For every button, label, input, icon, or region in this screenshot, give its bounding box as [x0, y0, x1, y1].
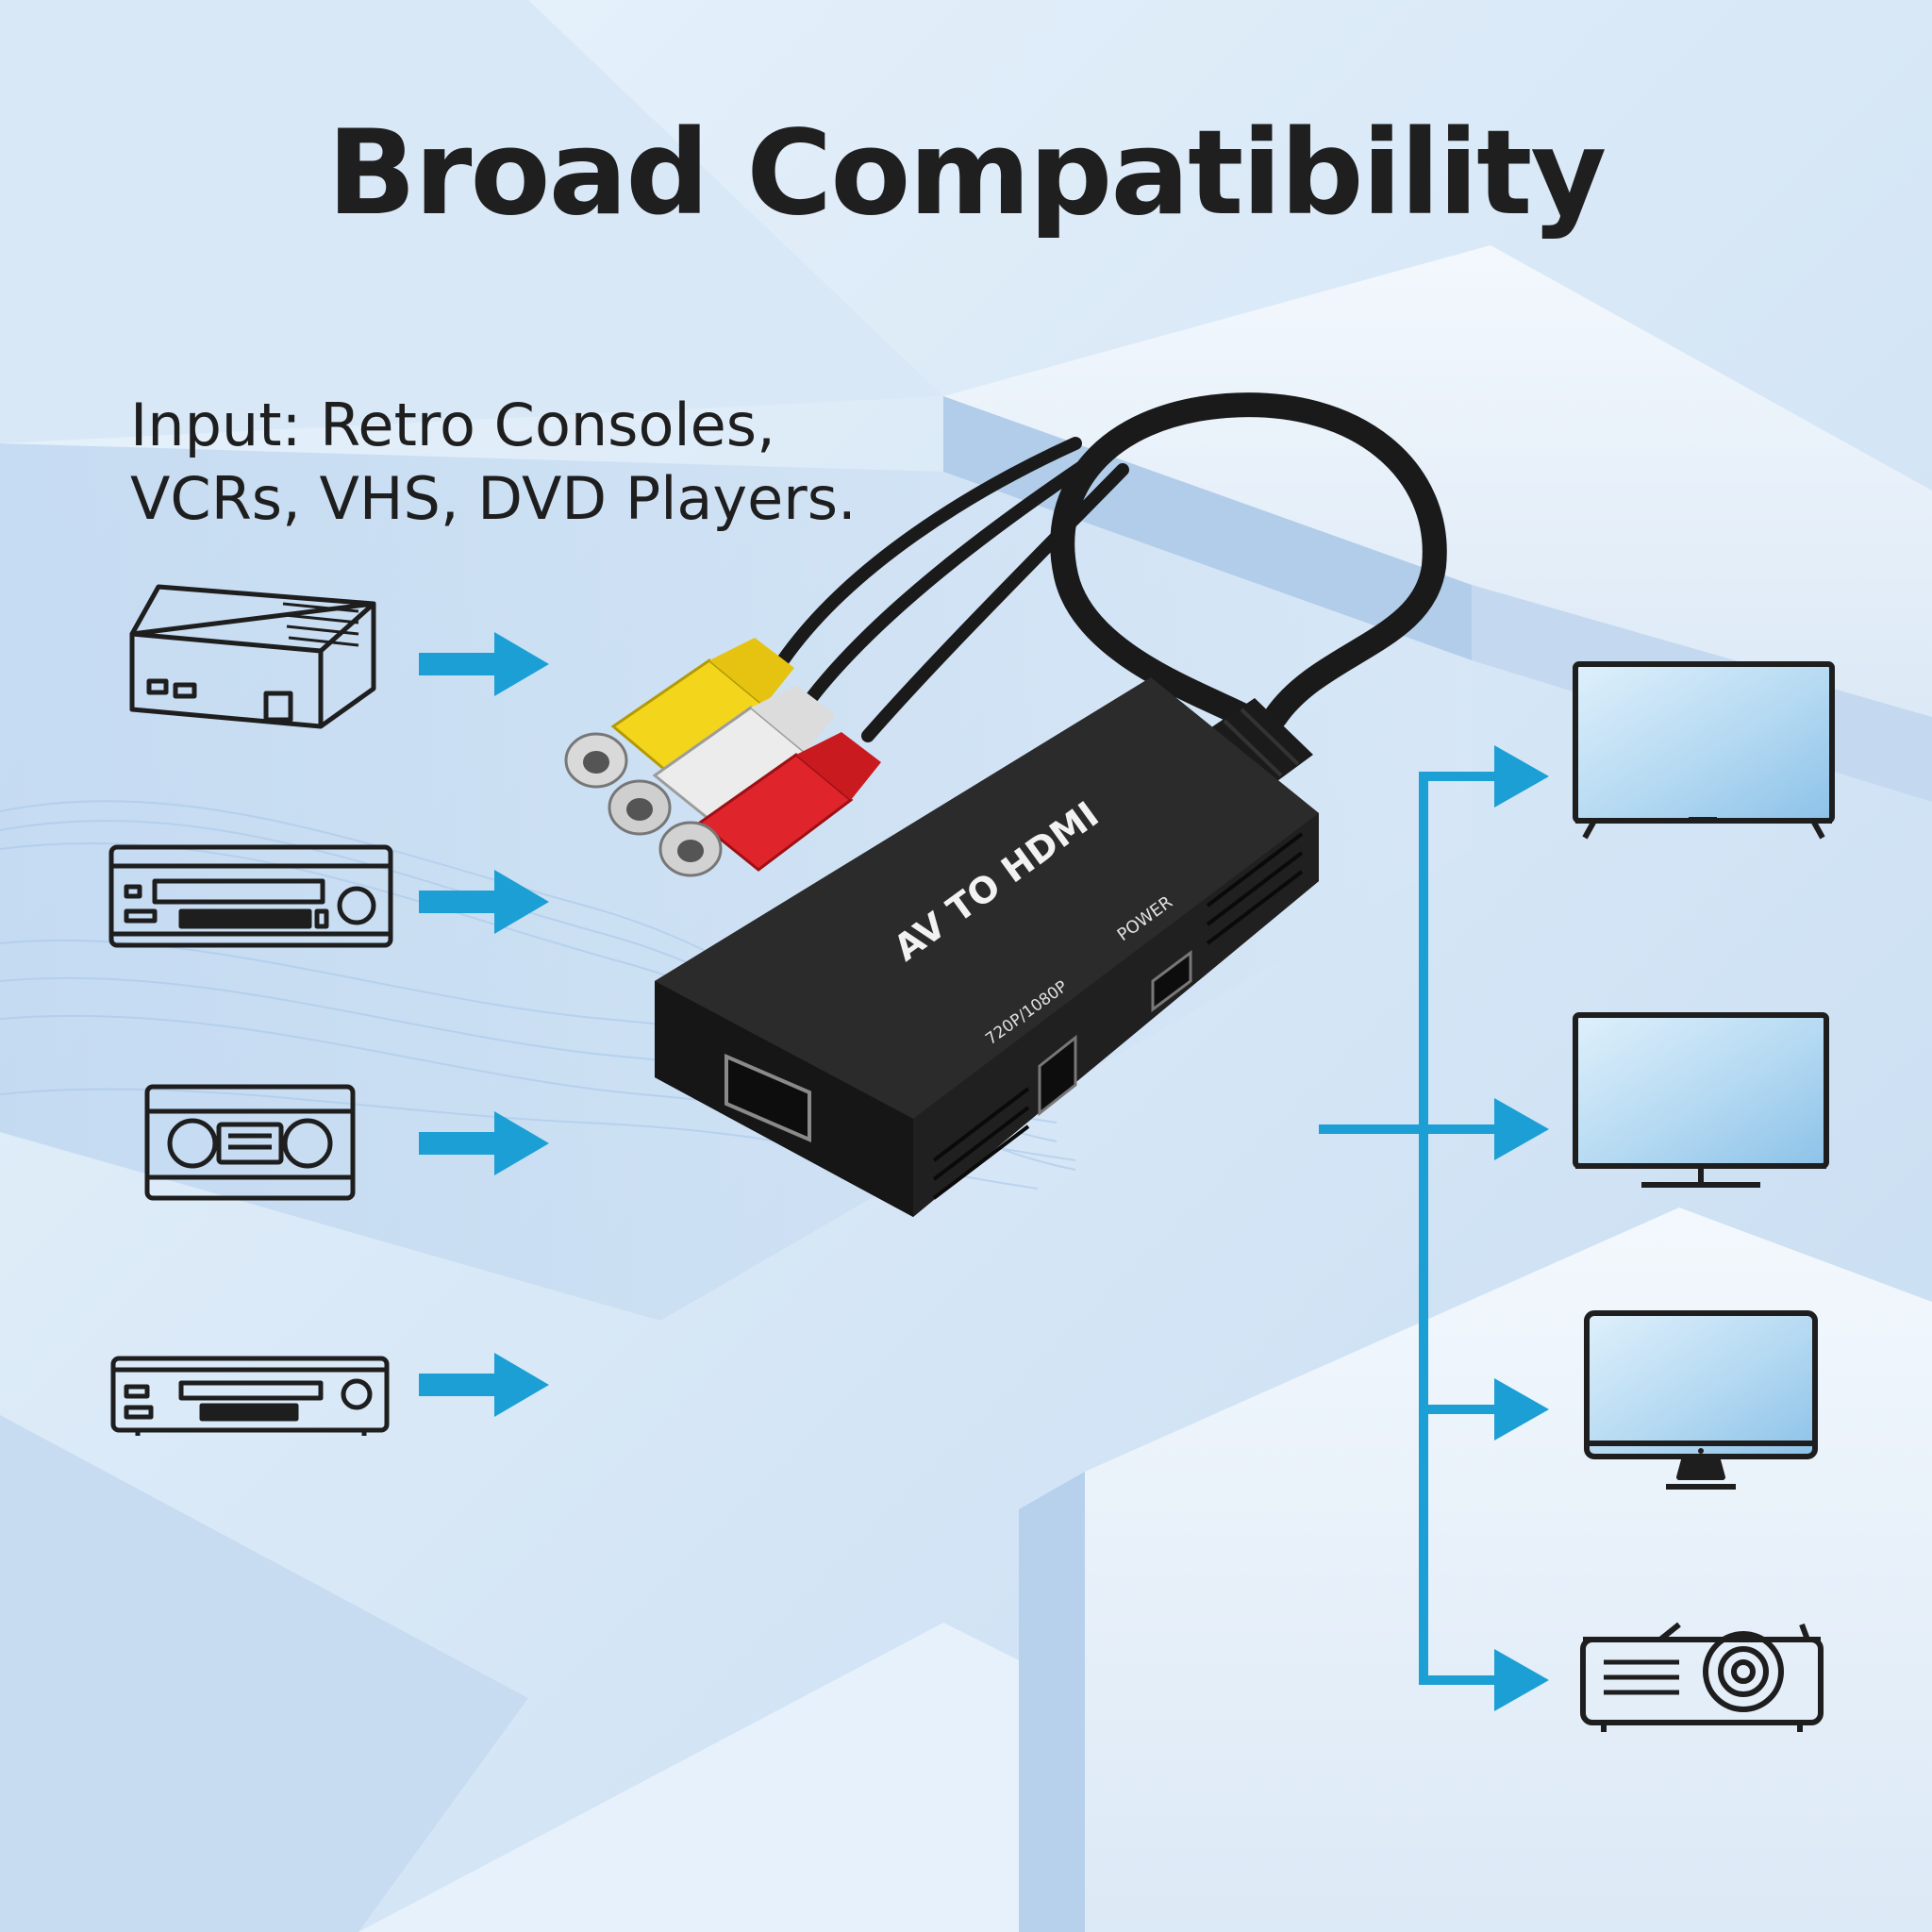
retro-console-icon — [129, 584, 376, 729]
vcr-icon — [108, 844, 393, 948]
rca-plug-yellow — [564, 638, 794, 789]
dvd-player-icon — [110, 1356, 390, 1436]
resolution-switch — [1038, 1034, 1077, 1117]
rca-plug-white — [608, 685, 836, 836]
input-caption-line-1: Input: Retro Consoles, — [130, 391, 775, 459]
av-to-hdmi-adapter: AV TO HDMI POWER 720P/1080P — [564, 392, 1447, 1217]
input-caption-line-2: VCRs, VHS, DVD Players. — [130, 464, 857, 533]
arrow-right-icon — [419, 1111, 549, 1175]
headline: Broad Compatibility — [326, 106, 1607, 242]
hdmi-cable — [1050, 392, 1447, 739]
hdmi-port — [724, 1053, 811, 1143]
monitor-icon — [1573, 1012, 1829, 1188]
arrow-right-icon — [1419, 745, 1549, 808]
vhs-tape-icon — [144, 1084, 356, 1201]
arrow-right-icon — [1419, 1378, 1549, 1441]
output-arrows — [1319, 745, 1549, 1711]
rca-leads — [776, 437, 1129, 742]
projector-icon — [1580, 1622, 1824, 1732]
rca-plug-red — [658, 732, 881, 877]
vents — [932, 832, 1304, 1200]
arrow-right-icon — [419, 1353, 549, 1417]
power-port — [1151, 950, 1192, 1012]
arrow-right-icon — [1419, 1649, 1549, 1711]
smart-tv-icon — [1573, 661, 1835, 840]
arrow-right-icon — [1419, 1098, 1549, 1160]
arrow-right-icon — [419, 870, 549, 934]
desktop-monitor-icon — [1584, 1310, 1818, 1490]
input-caption: Input: Retro Consoles, VCRs, VHS, DVD Pl… — [130, 389, 979, 536]
arrow-right-icon — [419, 632, 549, 696]
input-arrows — [419, 632, 549, 1417]
